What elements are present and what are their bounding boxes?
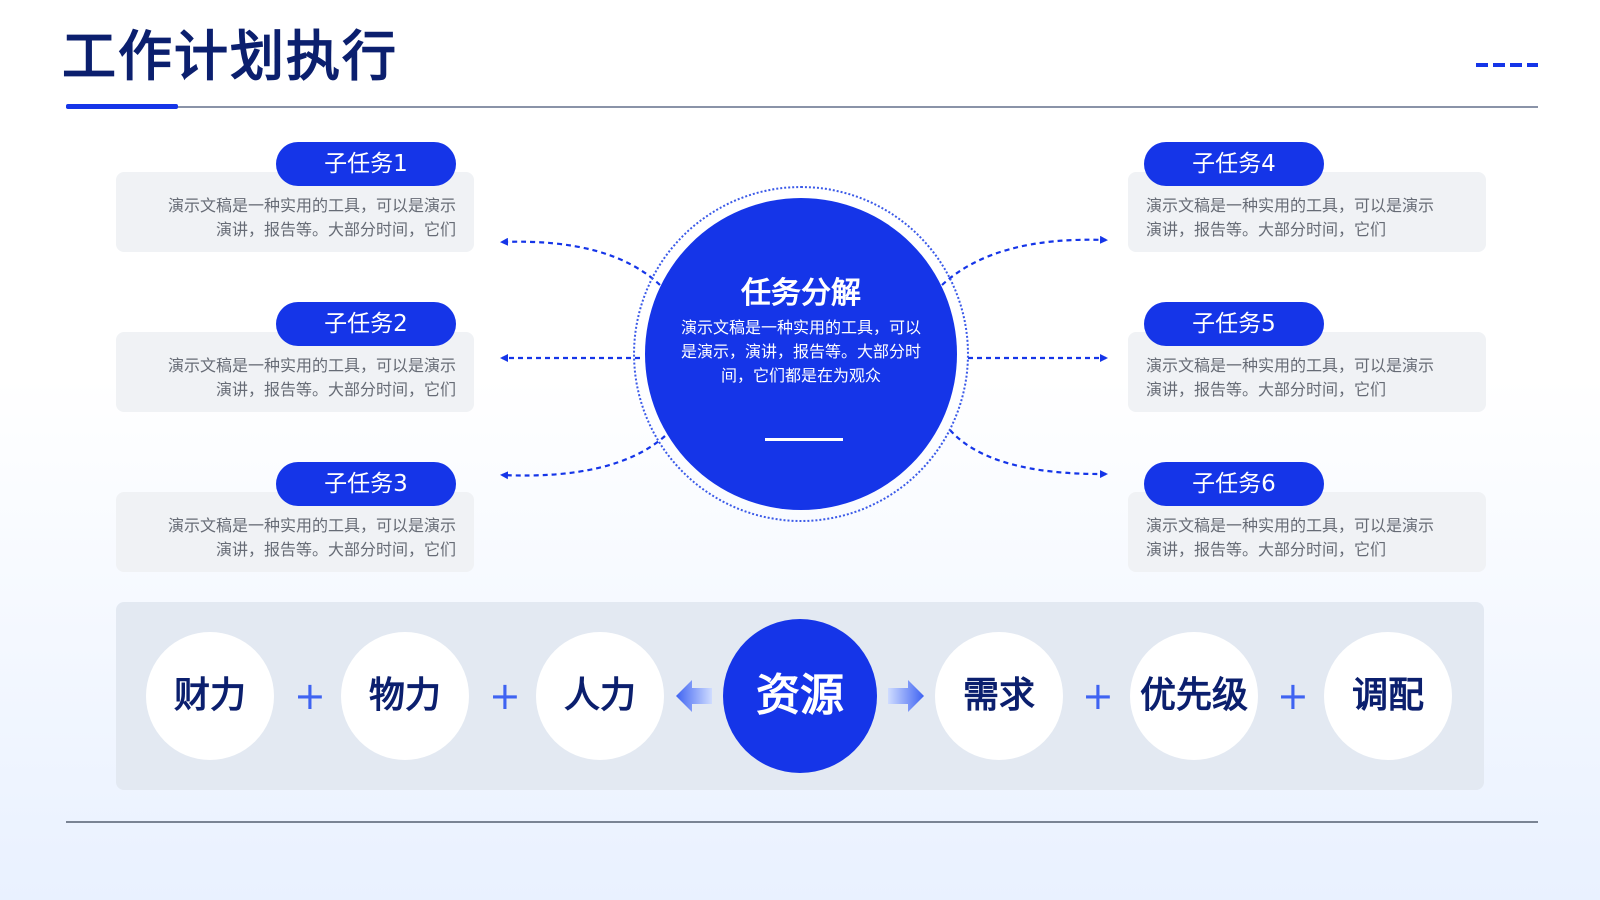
center-divider	[765, 438, 843, 441]
subtask-label: 子任务3	[276, 462, 456, 506]
subtask-description-line1: 演示文稿是一种实用的工具，可以是演示	[167, 196, 456, 215]
subtask-description-line1: 演示文稿是一种实用的工具，可以是演示	[167, 356, 456, 375]
resource-output-1: 需求	[935, 632, 1063, 760]
resource-center-circle: 资源	[723, 619, 877, 773]
subtask-card-6: 子任务6 演示文稿是一种实用的工具，可以是演示 演讲，报告等。大部分时间，它们	[1128, 462, 1486, 572]
subtask-description: 演示文稿是一种实用的工具，可以是演示 演讲，报告等。大部分时间，它们	[1146, 194, 1468, 242]
subtask-label: 子任务4	[1144, 142, 1324, 186]
arrow-left-icon	[676, 680, 712, 712]
subtask-description-line2: 演讲，报告等。大部分时间，它们	[215, 540, 456, 559]
center-dotted-ring	[633, 186, 969, 522]
center-description: 演示文稿是一种实用的工具，可以是演示，演讲，报告等。大部分时间，它们都是在为观众	[680, 318, 921, 385]
subtask-description-line1: 演示文稿是一种实用的工具，可以是演示	[1146, 356, 1435, 375]
subtask-description-line2: 演讲，报告等。大部分时间，它们	[1146, 220, 1387, 239]
subtask-description-line2: 演讲，报告等。大部分时间，它们	[215, 220, 456, 239]
resource-input-3: 人力	[536, 632, 664, 760]
subtask-description-line1: 演示文稿是一种实用的工具，可以是演示	[1146, 196, 1435, 215]
title-underline	[66, 106, 1538, 108]
resource-input-2: 物力	[341, 632, 469, 760]
plus-icon: +	[1082, 674, 1114, 718]
plus-icon: +	[1277, 674, 1309, 718]
subtask-description-line2: 演讲，报告等。大部分时间，它们	[1146, 380, 1387, 399]
subtask-description-line2: 演讲，报告等。大部分时间，它们	[1146, 540, 1387, 559]
center-title: 任务分解	[741, 276, 861, 311]
subtask-card-1: 子任务1 演示文稿是一种实用的工具，可以是演示 演讲，报告等。大部分时间，它们	[116, 142, 474, 252]
subtask-card-4: 子任务4 演示文稿是一种实用的工具，可以是演示 演讲，报告等。大部分时间，它们	[1128, 142, 1486, 252]
page-title: 工作计划执行	[62, 25, 398, 88]
subtask-description: 演示文稿是一种实用的工具，可以是演示 演讲，报告等。大部分时间，它们	[1146, 514, 1468, 562]
plus-icon: +	[489, 674, 521, 718]
subtask-card-2: 子任务2 演示文稿是一种实用的工具，可以是演示 演讲，报告等。大部分时间，它们	[116, 302, 474, 412]
resource-output-3: 调配	[1324, 632, 1452, 760]
title-accent-bar	[66, 104, 178, 109]
arrow-right-icon	[888, 680, 924, 712]
connector-subtask-4	[941, 235, 1108, 286]
subtask-description: 演示文稿是一种实用的工具，可以是演示 演讲，报告等。大部分时间，它们	[134, 514, 456, 562]
subtask-card-3: 子任务3 演示文稿是一种实用的工具，可以是演示 演讲，报告等。大部分时间，它们	[116, 462, 474, 572]
subtask-description: 演示文稿是一种实用的工具，可以是演示 演讲，报告等。大部分时间，它们	[1146, 354, 1468, 402]
connector-subtask-3	[500, 435, 666, 480]
subtask-label: 子任务6	[1144, 462, 1324, 506]
subtask-description: 演示文稿是一种实用的工具，可以是演示 演讲，报告等。大部分时间，它们	[134, 354, 456, 402]
subtask-description-line1: 演示文稿是一种实用的工具，可以是演示	[1146, 516, 1435, 535]
subtask-description-line2: 演讲，报告等。大部分时间，它们	[215, 380, 456, 399]
connector-subtask-6	[949, 429, 1108, 479]
center-circle: 任务分解 演示文稿是一种实用的工具，可以是演示，演讲，报告等。大部分时间，它们都…	[645, 198, 957, 510]
subtask-description: 演示文稿是一种实用的工具，可以是演示 演讲，报告等。大部分时间，它们	[134, 194, 456, 242]
resource-input-1: 财力	[146, 632, 274, 760]
subtask-label: 子任务2	[276, 302, 456, 346]
connector-subtask-1	[500, 237, 661, 286]
plus-icon: +	[294, 674, 326, 718]
resource-output-2: 优先级	[1130, 632, 1258, 760]
subtask-label: 子任务5	[1144, 302, 1324, 346]
bottom-rule	[66, 821, 1538, 823]
subtask-label: 子任务1	[276, 142, 456, 186]
subtask-card-5: 子任务5 演示文稿是一种实用的工具，可以是演示 演讲，报告等。大部分时间，它们	[1128, 302, 1486, 412]
subtask-description-line1: 演示文稿是一种实用的工具，可以是演示	[167, 516, 456, 535]
decorative-dashes	[1476, 63, 1538, 67]
